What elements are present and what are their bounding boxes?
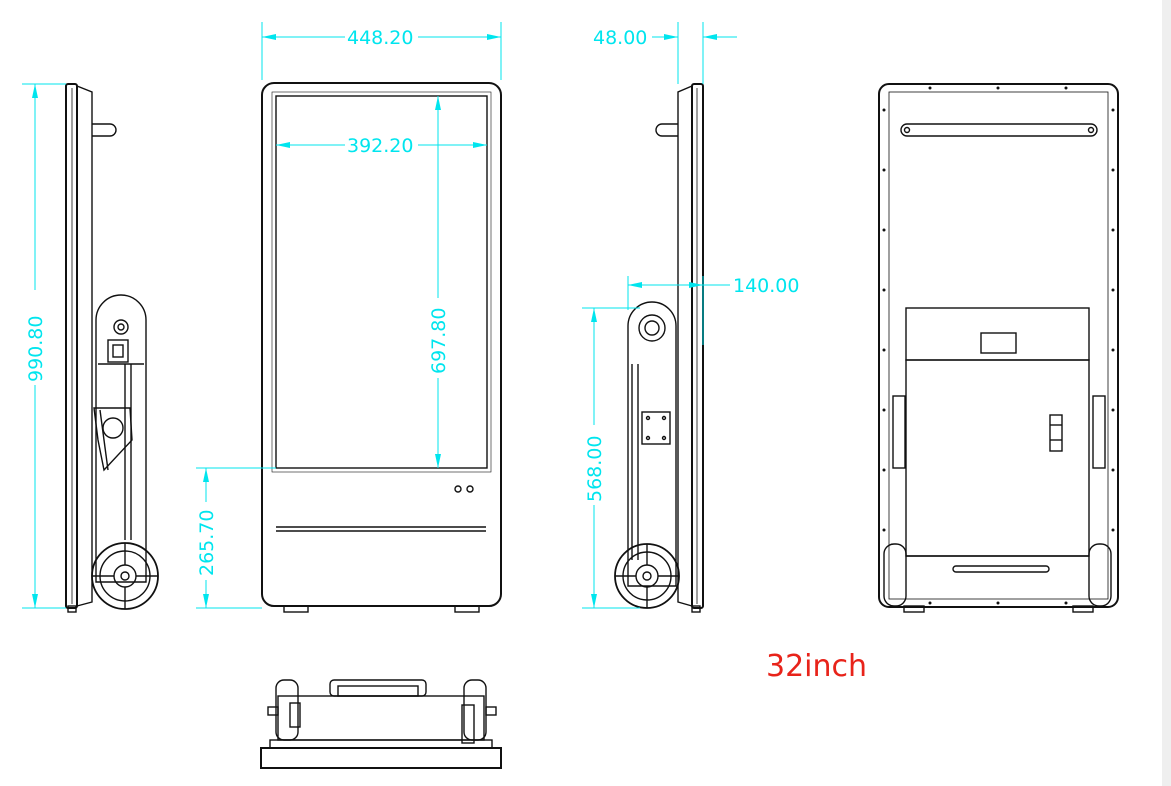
top-view: [260, 679, 502, 769]
dim-screen-width: 392.20: [347, 135, 413, 157]
dimension-lines: [22, 22, 737, 609]
back-view: [878, 83, 1119, 613]
dim-handle-depth: 140.00: [733, 275, 799, 297]
front-view: [261, 82, 502, 613]
scrollbar-track[interactable]: [1162, 0, 1171, 786]
side-view-right: [614, 83, 704, 613]
dim-screen-height: 697.80: [428, 308, 450, 374]
dim-depth: 48.00: [593, 27, 647, 49]
dim-bottom-height: 265.70: [196, 510, 218, 576]
dim-overall-height: 990.80: [25, 316, 47, 382]
dim-handle-height: 568.00: [584, 436, 606, 502]
model-size-label: 32inch: [766, 649, 867, 684]
side-view-left: [65, 83, 159, 613]
dim-overall-width: 448.20: [347, 27, 413, 49]
back-screws: [882, 86, 1115, 605]
